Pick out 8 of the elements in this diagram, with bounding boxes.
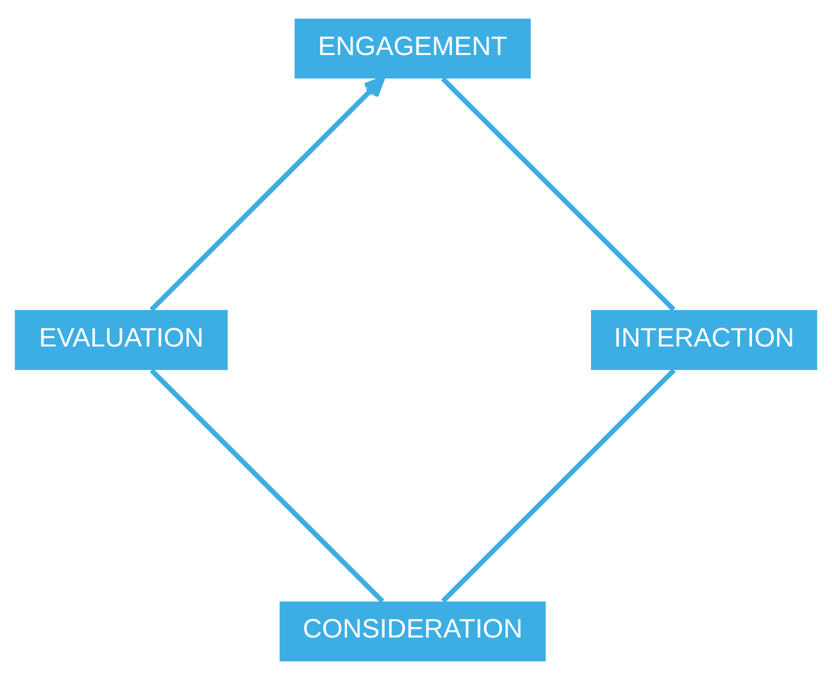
node-box: ENGAGEMENT [294, 18, 531, 78]
connector [441, 368, 676, 602]
arrow [150, 76, 385, 312]
connector [441, 76, 676, 311]
connector [150, 368, 384, 603]
node-box: INTERACTION [590, 310, 818, 370]
node-box: EVALUATION [14, 310, 228, 370]
node-box: CONSIDERATION [280, 600, 546, 661]
